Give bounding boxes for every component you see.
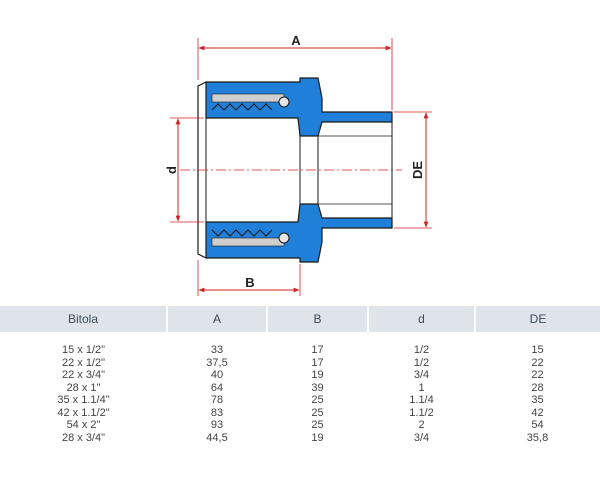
cell-a: 37,5 [206, 356, 228, 369]
dimension-d: d [164, 117, 204, 223]
cell-b: 25 [311, 419, 324, 431]
cell-bitola: 15 x 1/2" [61, 344, 106, 356]
metal-insert-top [211, 93, 285, 103]
cell-a: 78 [210, 394, 224, 406]
cell-b: 17 [311, 356, 324, 369]
dimension-a: A [197, 33, 393, 110]
cell-bitola: 28 x 3/4" [61, 431, 106, 444]
table-row: 22 x 1/2" 37,5 17 1/2 22 [0, 357, 600, 370]
cell-bitola: 22 x 3/4" [61, 369, 106, 381]
dimension-b-label: B [245, 275, 254, 290]
fitting-technical-drawing: A B d DE [164, 33, 432, 296]
header-d: d [368, 306, 476, 332]
metal-insert-bottom [211, 237, 285, 247]
dimension-de: DE [394, 111, 432, 229]
cell-de: 35,8 [526, 431, 549, 444]
header-a: A [167, 306, 268, 332]
spec-table: Bitola A B d DE 15 x 1/2" 33 17 1/2 15 2… [0, 306, 600, 444]
cell-de: 28 [531, 381, 544, 394]
cell-b: 25 [311, 406, 324, 419]
table-row: 35 x 1.1/4" 78 25 1.1/4 35 [0, 394, 600, 407]
thread-bottom [211, 229, 273, 237]
cell-b: 39 [311, 381, 324, 394]
cell-bitola: 42 x 1.1/2" [57, 406, 110, 419]
cell-a: 44,5 [206, 431, 228, 444]
cell-a: 33 [210, 344, 224, 356]
cell-d: 3/4 [413, 369, 430, 381]
cell-d: 2 [418, 419, 425, 431]
cell-a: 93 [210, 419, 224, 431]
cell-bitola: 22 x 1/2" [61, 356, 106, 369]
cell-de: 54 [531, 419, 544, 431]
cell-bitola: 35 x 1.1/4" [57, 394, 110, 406]
cell-b: 19 [311, 431, 324, 444]
cell-de: 42 [531, 406, 544, 419]
cell-bitola: 28 x 1" [66, 381, 101, 394]
o-ring-bottom [278, 232, 290, 244]
header-b: B [267, 306, 369, 332]
table-row: 15 x 1/2" 33 17 1/2 15 [0, 332, 600, 357]
cell-a: 83 [210, 406, 224, 419]
dimension-b: B [197, 260, 301, 296]
dimension-de-label: DE [410, 161, 425, 179]
cell-de: 35 [531, 394, 544, 406]
table-row: 22 x 3/4" 40 19 3/4 22 [0, 369, 600, 382]
cell-d: 1/2 [413, 356, 430, 369]
dimension-d-label: d [164, 166, 179, 174]
cell-d: 1 [418, 381, 425, 394]
cell-a: 40 [210, 369, 224, 381]
table-row: 28 x 1" 64 39 1 28 [0, 382, 600, 395]
o-ring-top [278, 96, 290, 108]
cell-b: 25 [311, 394, 324, 406]
table-row: 42 x 1.1/2" 83 25 1.1/2 42 [0, 407, 600, 420]
table-header-row: Bitola A B d DE [0, 306, 600, 332]
cell-de: 22 [531, 356, 544, 369]
cell-bitola: 54 x 2" [66, 419, 101, 431]
cell-de: 22 [531, 369, 544, 381]
header-de: DE [475, 306, 600, 332]
cell-d: 1.1/2 [409, 406, 434, 419]
table-row: 28 x 3/4" 44,5 19 3/4 35,8 [0, 432, 600, 445]
cell-b: 19 [311, 369, 324, 381]
cell-d: 3/4 [413, 431, 430, 444]
cell-d: 1.1/4 [409, 394, 434, 406]
dimension-a-label: A [291, 33, 301, 48]
cell-de: 15 [531, 344, 544, 356]
fitting-top-wall [205, 77, 393, 137]
thread-top [211, 103, 273, 111]
fitting-bottom-wall [205, 203, 393, 263]
cell-b: 17 [311, 344, 324, 356]
table-row: 54 x 2" 93 25 2 54 [0, 419, 600, 432]
cell-d: 1/2 [413, 344, 430, 356]
cell-a: 64 [210, 381, 224, 394]
header-bitola: Bitola [0, 306, 168, 332]
